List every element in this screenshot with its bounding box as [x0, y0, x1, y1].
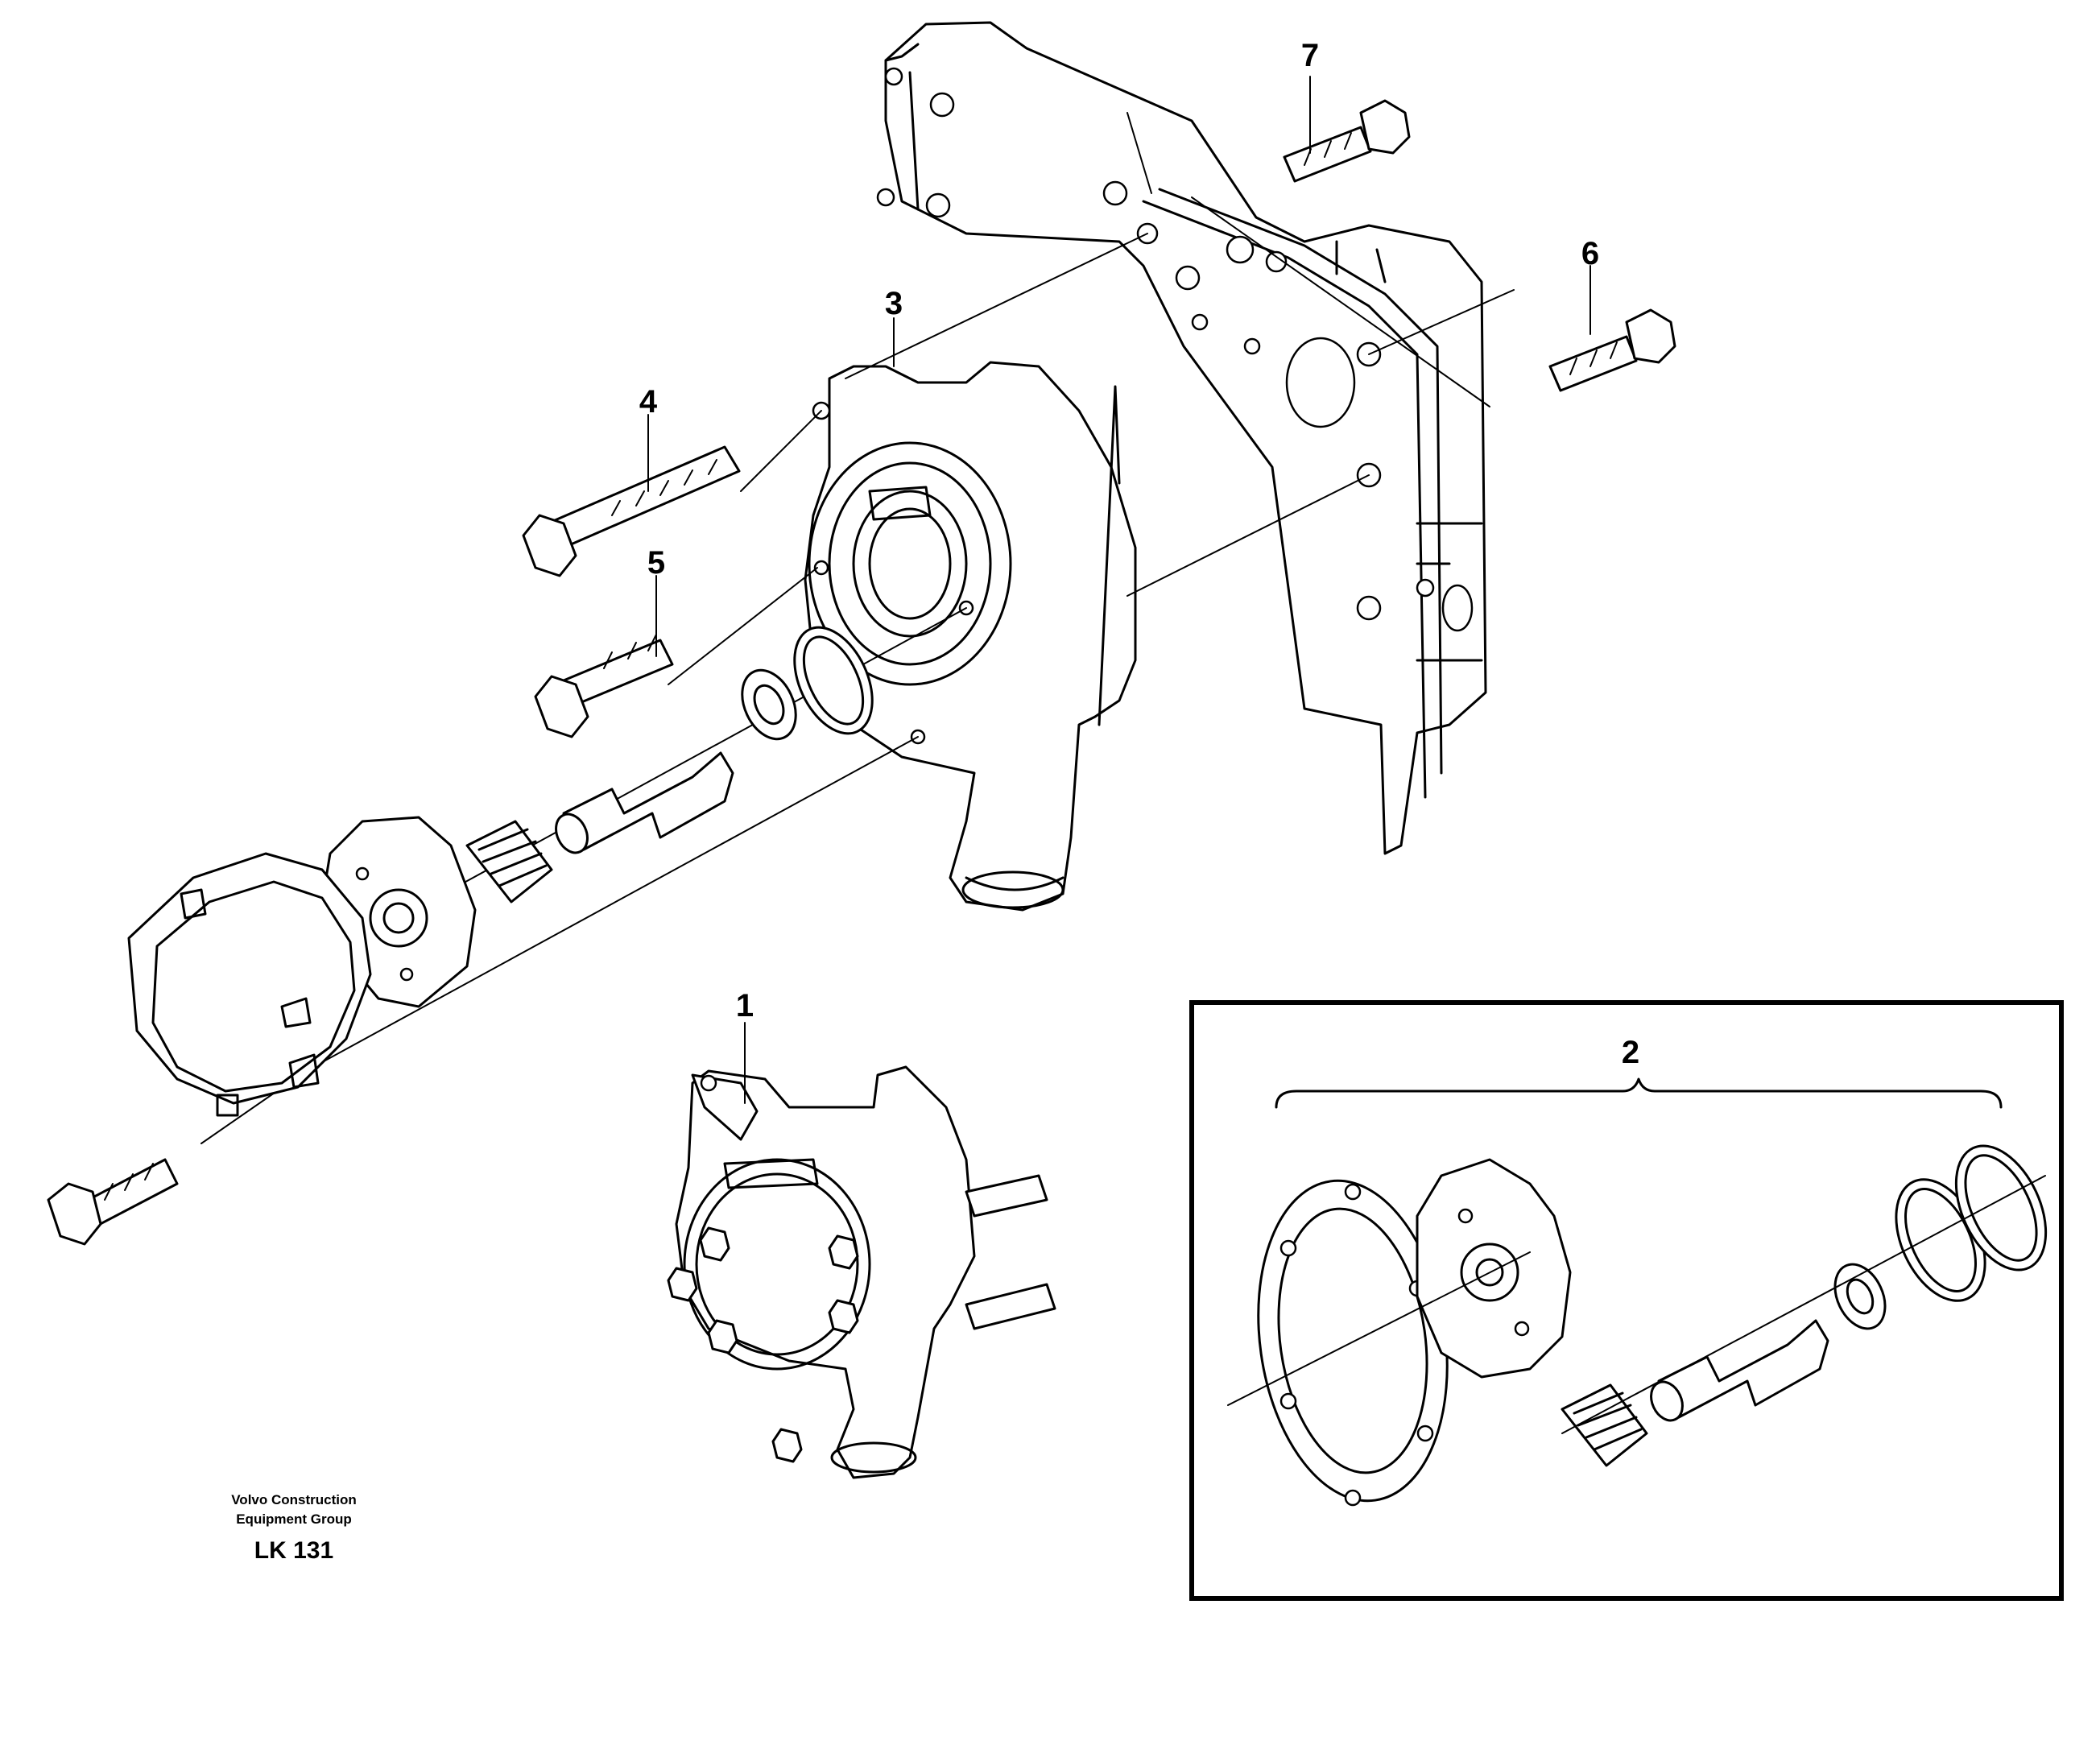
cover-plate	[127, 852, 372, 1117]
kit-seal	[1561, 1383, 1648, 1467]
seal-ring	[741, 668, 797, 741]
kit-impeller	[1416, 1158, 1572, 1379]
credit-line-2: Equipment Group	[236, 1511, 352, 1527]
bolt-4	[522, 445, 741, 577]
repair-kit-inset	[1189, 1000, 2064, 1601]
assembled-pump	[667, 1065, 1056, 1479]
pump-cover-bolts	[667, 1226, 859, 1463]
alignment-lines	[200, 112, 1515, 1144]
timing-cover	[876, 21, 1487, 855]
callout-2: 2	[1622, 1035, 1639, 1070]
credit-line-1: Volvo Construction	[231, 1492, 357, 1507]
callout-6: 6	[1581, 236, 1599, 271]
callout-1: 1	[736, 988, 754, 1023]
drawing-reference: LK 131	[254, 1537, 333, 1564]
kit-gasket	[1257, 1179, 1449, 1507]
callout-4: 4	[639, 384, 658, 420]
credit-block: Volvo Construction Equipment Group LK 13…	[231, 1492, 357, 1564]
bolt-7	[1283, 99, 1411, 183]
shaft-seal	[465, 820, 553, 904]
callout-3: 3	[885, 286, 903, 321]
bolt-6	[1548, 308, 1676, 392]
leader-lines	[647, 76, 1591, 1104]
bolt-5	[534, 634, 674, 738]
kit-o-ring-2	[1954, 1144, 2048, 1272]
callout-5: 5	[647, 545, 665, 581]
callout-7: 7	[1301, 38, 1319, 73]
bearing-shaft	[555, 751, 734, 854]
o-ring	[793, 626, 874, 735]
bolt-front	[47, 1158, 179, 1246]
pump-housing	[804, 361, 1137, 912]
